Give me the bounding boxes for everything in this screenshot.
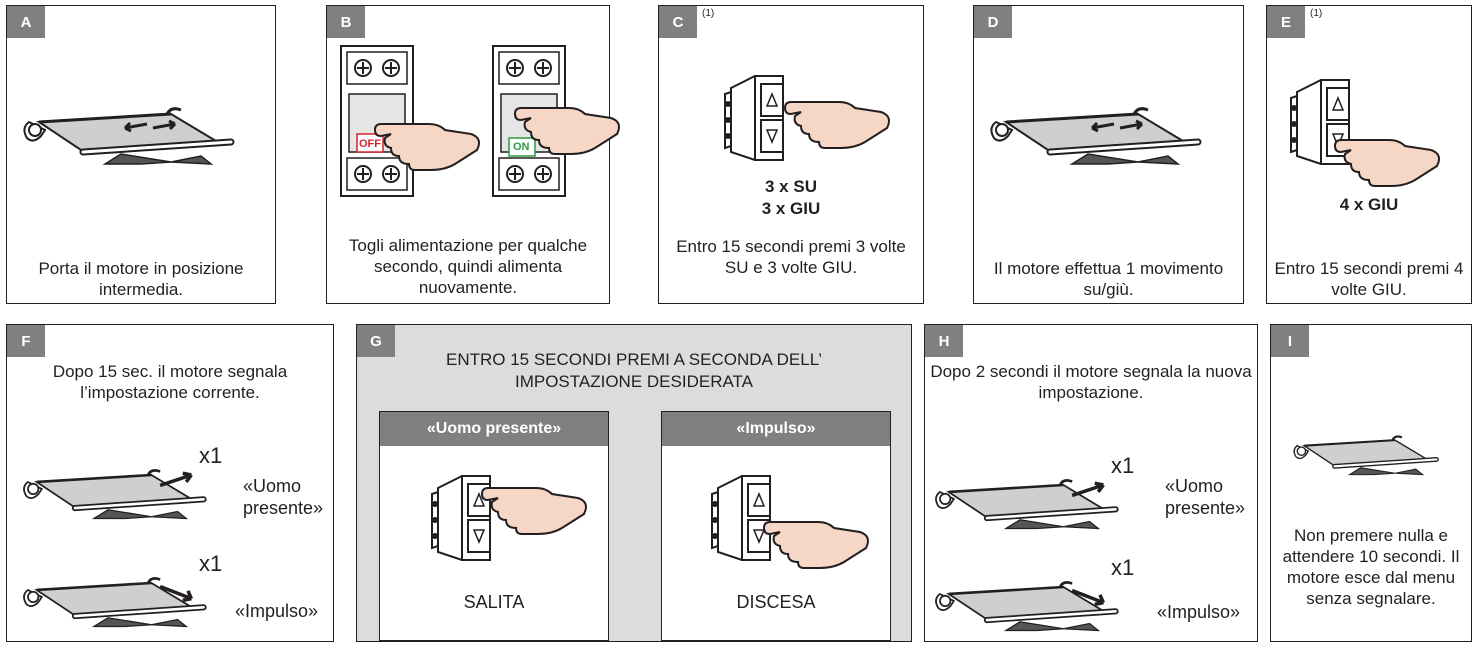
step-caption: Non premere nulla e attendere 10 secondi… — [1282, 526, 1460, 608]
footnote-marker: (1) — [1310, 8, 1323, 19]
step-caption: Entro 15 secondi premi 4 volte GIU. — [1274, 259, 1464, 299]
option-label-impulso: «Impulso» — [235, 601, 319, 621]
option-action: SALITA — [463, 592, 525, 612]
step-tag: I — [1271, 325, 1309, 357]
wall-switch-illustration — [724, 75, 890, 161]
step-tag: C — [659, 6, 697, 38]
count-label: x1 — [1111, 453, 1135, 478]
awning-down-illustration — [21, 563, 221, 643]
switch-press-down-illustration — [711, 475, 869, 569]
step-tag: F — [7, 325, 45, 357]
panel-g: G ENTRO 15 SECONDI PREMI A SECONDA DELL’… — [356, 324, 912, 642]
step-caption: Dopo 2 secondi il motore segnala la nuov… — [930, 362, 1252, 402]
awning-up-illustration — [21, 455, 221, 535]
count-label: x1 — [1111, 555, 1135, 580]
step-tag: E — [1267, 6, 1305, 38]
count-label: x1 — [199, 551, 223, 576]
panel-d: D Il motore effettua 1 movimento su/giù. — [973, 5, 1244, 304]
command-line-2: 3 x GIU — [761, 199, 821, 218]
step-tag: A — [7, 6, 45, 38]
command-line-1: 3 x SU — [765, 177, 817, 196]
panel-a: A Porta il motore in posizione intermedi… — [6, 5, 276, 304]
option-label-impulso: «Impulso» — [1157, 602, 1241, 622]
panel-h: H Dopo 2 secondi il motore segnala la nu… — [924, 324, 1258, 642]
step-caption: Porta il motore in posizione intermedia. — [38, 259, 244, 299]
panel-f: F Dopo 15 sec. il motore segnala l’impos… — [6, 324, 334, 642]
step-tag: D — [974, 6, 1012, 38]
panel-b: B OFF ON Togli alimentazione per qualche… — [326, 5, 620, 304]
awning-illustration — [988, 92, 1218, 182]
option-header: «Uomo presente» — [380, 412, 608, 446]
step-caption: Togli alimentazione per qualche secondo,… — [348, 236, 588, 297]
panel-e: E (1) 4 x GIU Entro 15 secondi premi 4 v… — [1266, 5, 1472, 304]
panel-c: C (1) 3 x SU 3 x GIU Entro 15 secondi pr… — [658, 5, 924, 304]
option-box-impulso: «Impulso» DISCESA — [661, 411, 891, 641]
option-box-uomo-presente: «Uomo presente» SALITA — [379, 411, 609, 641]
awning-up-illustration — [933, 465, 1133, 545]
awning-illustration — [21, 92, 251, 182]
breaker-off-illustration — [340, 45, 480, 197]
step-caption: Entro 15 secondi premi 3 volte SU e 3 vo… — [676, 237, 906, 277]
option-action: DISCESA — [736, 592, 816, 612]
option-label-uomo-presente: «Uomo presente» — [243, 476, 324, 518]
option-label-uomo-presente: «Uomo presente» — [1165, 476, 1246, 518]
step-caption: Dopo 15 sec. il motore segnala l’imposta… — [52, 362, 288, 402]
awning-down-illustration — [933, 567, 1133, 647]
breaker-on-illustration — [492, 45, 620, 197]
option-header: «Impulso» — [662, 412, 890, 446]
step-tag: B — [327, 6, 365, 38]
step-caption: Il motore effettua 1 movimento su/giù. — [993, 259, 1224, 299]
count-label: x1 — [199, 443, 223, 468]
footnote-marker: (1) — [702, 8, 715, 19]
on-label: ON — [513, 141, 530, 153]
instruction-title: ENTRO 15 SECONDI PREMI A SECONDA DELL’ I… — [445, 350, 822, 391]
switch-press-up-illustration — [431, 475, 587, 561]
wall-switch-illustration — [1290, 79, 1440, 187]
off-label: OFF — [359, 138, 381, 150]
step-tag: H — [925, 325, 963, 357]
command-line: 4 x GIU — [1339, 195, 1399, 214]
awning-illustration — [1291, 425, 1451, 487]
step-tag: G — [357, 325, 395, 357]
panel-i: I Non premere nulla e attendere 10 secon… — [1270, 324, 1472, 642]
